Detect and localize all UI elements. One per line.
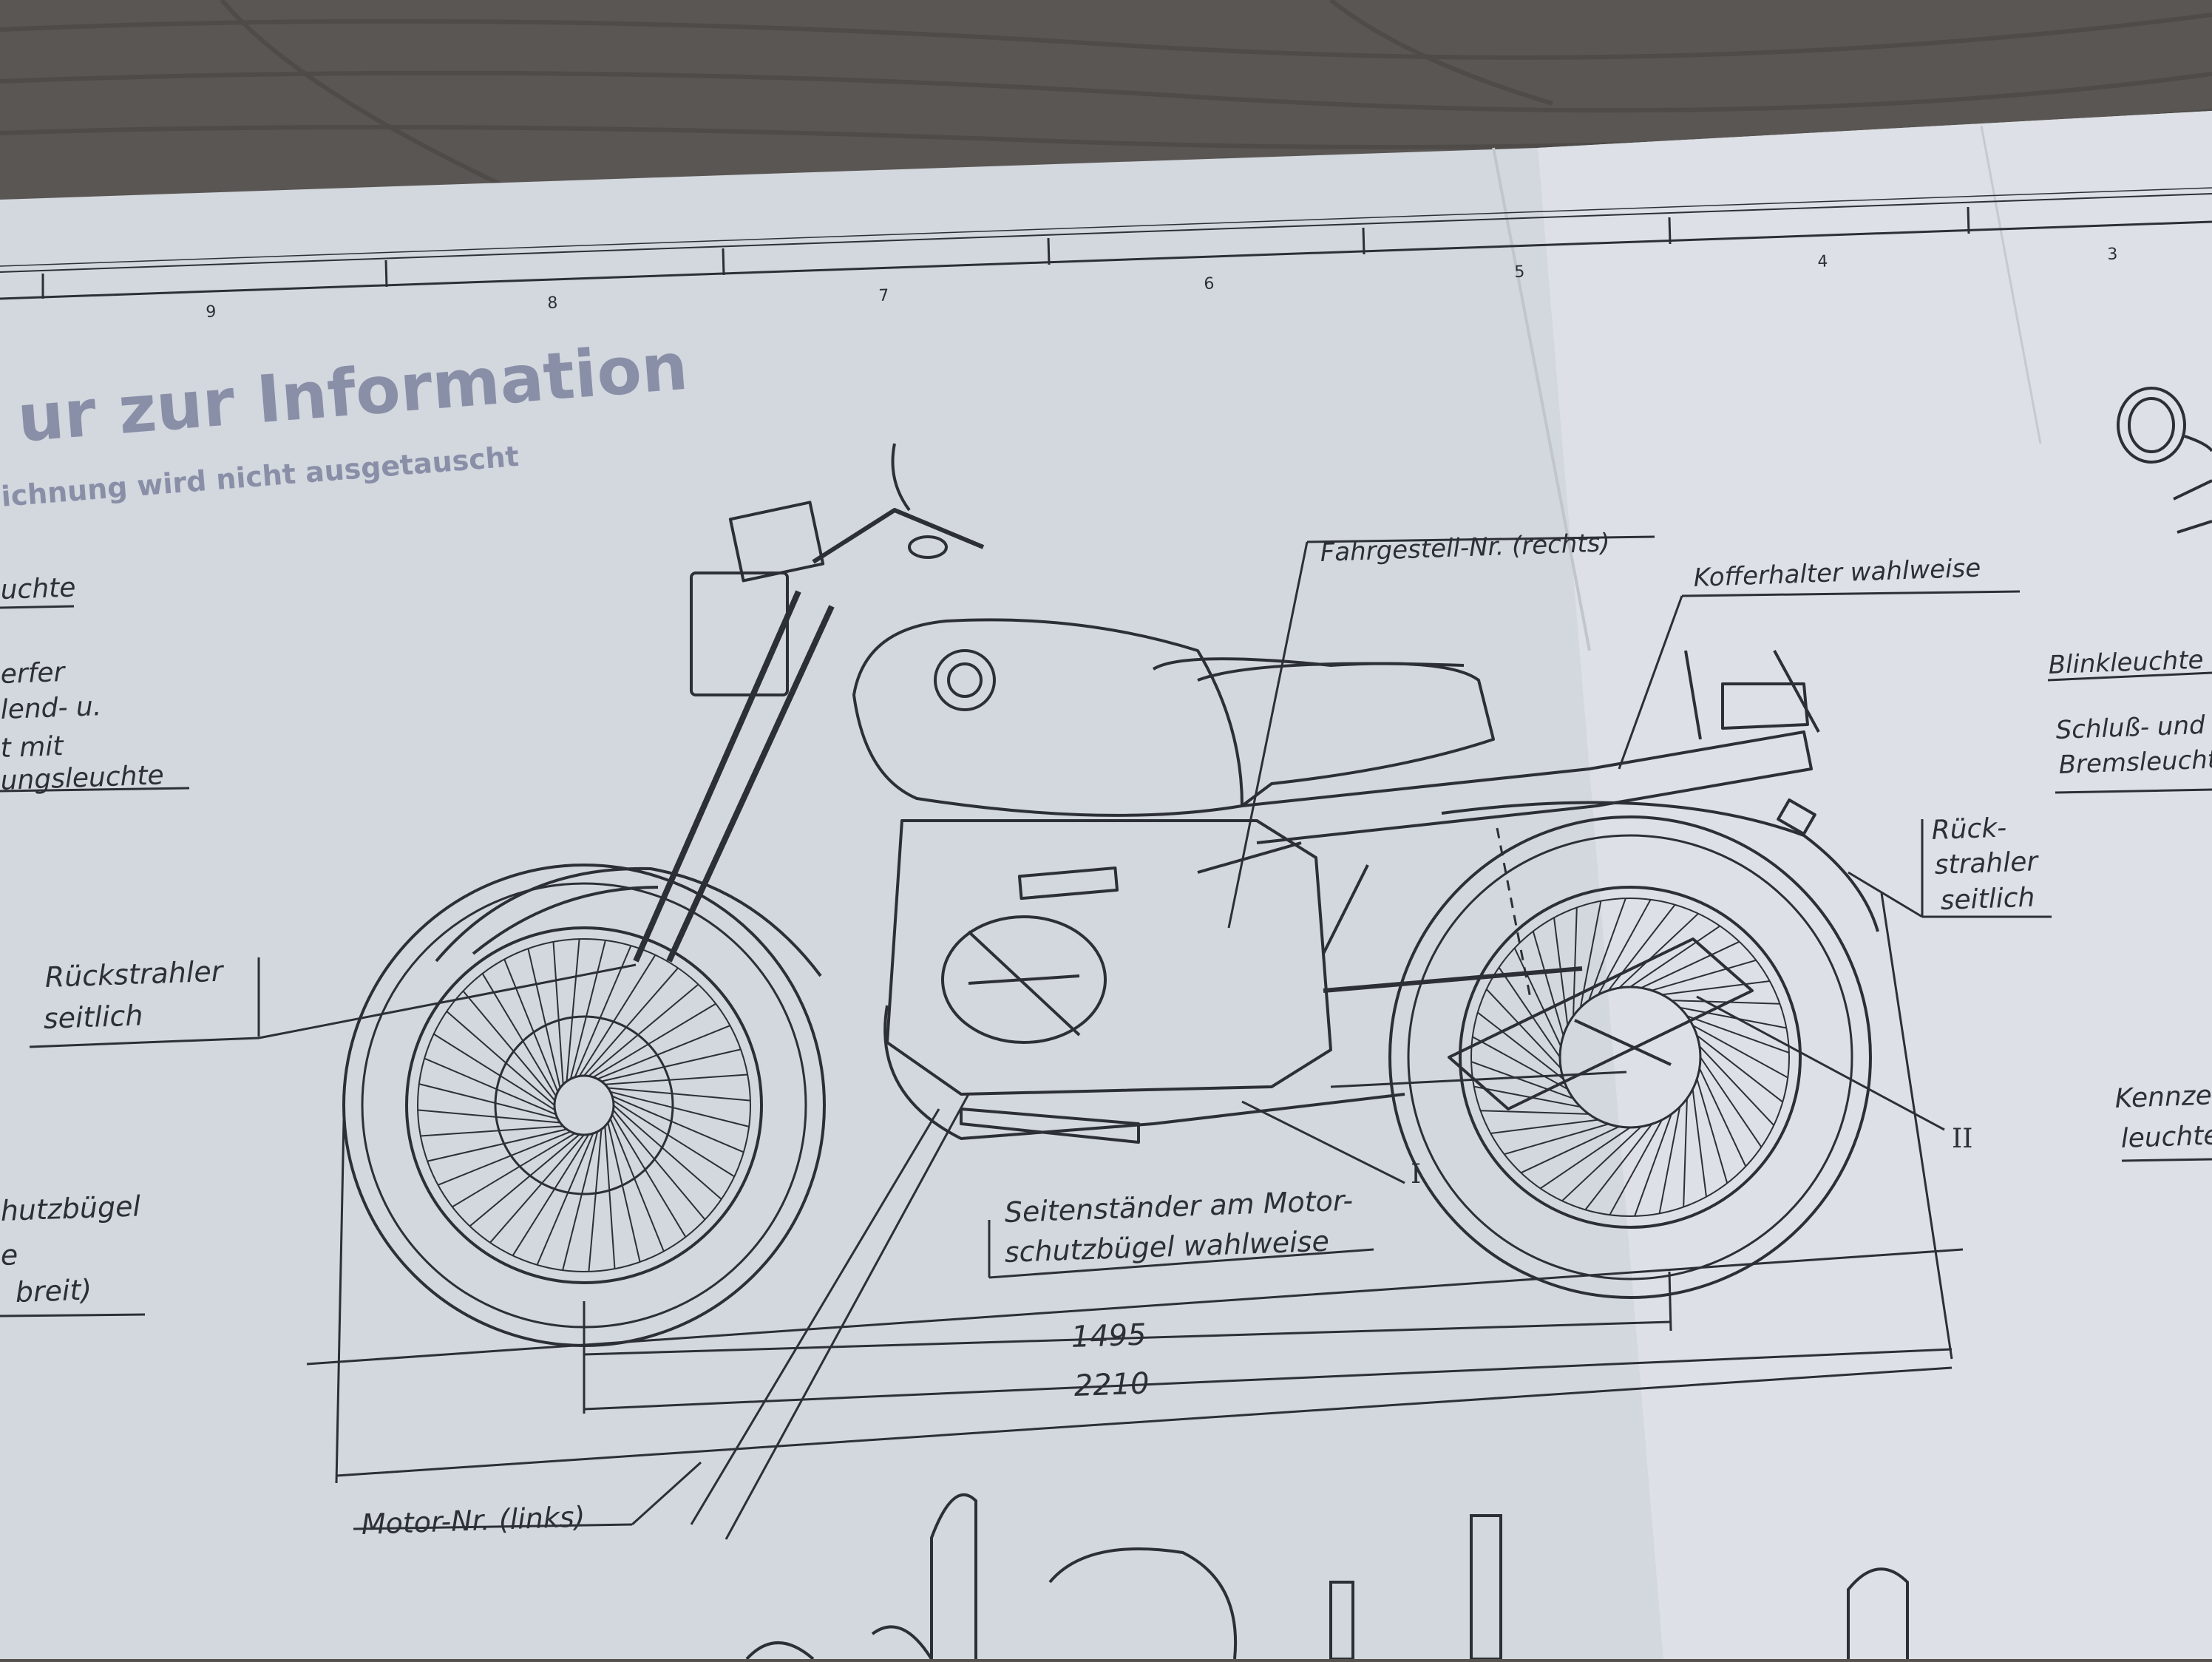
grid-number-4: 4: [1817, 252, 1828, 271]
label-schluss-1: Schluß- und: [2055, 710, 2206, 745]
luggage-rack: [1684, 650, 1820, 740]
grid-number-3: 3: [2107, 245, 2118, 264]
label-rueck-rear-3: seitlich: [1940, 882, 2035, 916]
label-scheinwerfer-1: erfer: [0, 657, 65, 690]
exhaust-header: [883, 1005, 1405, 1140]
label-leuchte: uchte: [0, 572, 77, 606]
label-scheinwerfer-4: ungsleuchte: [0, 760, 165, 796]
label-schutzbuegel-1: hutzbügel: [0, 1190, 141, 1227]
cylinder-head: [941, 915, 1107, 1044]
seat: [1152, 657, 1495, 807]
grid-number-5: 5: [1514, 262, 1525, 282]
front-fender: [435, 866, 822, 977]
dimension-2210: 2210: [1073, 1366, 1150, 1403]
mirror-icon: [2117, 387, 2212, 534]
tank-emblem: [934, 649, 996, 711]
tail-light: [1721, 682, 1809, 730]
label-blinkleuchte: Blinkleuchte: [2048, 645, 2205, 680]
instrument-cluster: [728, 501, 825, 583]
grid-number-9: 9: [206, 302, 217, 322]
marker-I: I: [1411, 1159, 1422, 1190]
label-schutzbuegel-3: breit): [15, 1273, 92, 1309]
label-rueck-rear-2: strahler: [1934, 847, 2038, 881]
rear-wheel: [1388, 815, 1872, 1299]
grid-number-7: 7: [878, 286, 889, 305]
marker-II: II: [1952, 1124, 1973, 1154]
dimension-lines: [0, 535, 2212, 1540]
label-rueckstrahler-front-1: Rückstrahler: [44, 954, 224, 994]
label-schutzbuegel-2: e: [0, 1238, 18, 1272]
headlight: [690, 571, 789, 696]
label-kennz-2: leuchte: [2120, 1120, 2212, 1154]
footrest: [960, 1108, 1140, 1144]
motorcycle-body: [435, 443, 1879, 1144]
front-wheel: [342, 864, 826, 1347]
label-scheinwerfer-3: t mit: [0, 731, 64, 764]
label-kennz-1: Kennze: [2114, 1080, 2212, 1114]
engine-block: [886, 819, 1332, 1096]
swingarm: [1323, 966, 1583, 993]
grid-number-8: 8: [547, 294, 558, 313]
rear-fender: [1441, 801, 1879, 932]
label-rueckstrahler-front-2: seitlich: [43, 999, 144, 1035]
fuel-tank: [852, 618, 1244, 817]
muffler: [1448, 937, 1754, 1110]
grid-number-6: 6: [1204, 274, 1215, 294]
label-rueck-rear-1: Rück-: [1931, 813, 2007, 846]
drawing-border: [0, 187, 2212, 300]
dimension-1495: 1495: [1071, 1317, 1147, 1354]
label-scheinwerfer-2: lend- u.: [0, 691, 102, 725]
label-schluss-2: Bremsleuchte: [2058, 744, 2212, 780]
handlebar: [812, 508, 985, 564]
